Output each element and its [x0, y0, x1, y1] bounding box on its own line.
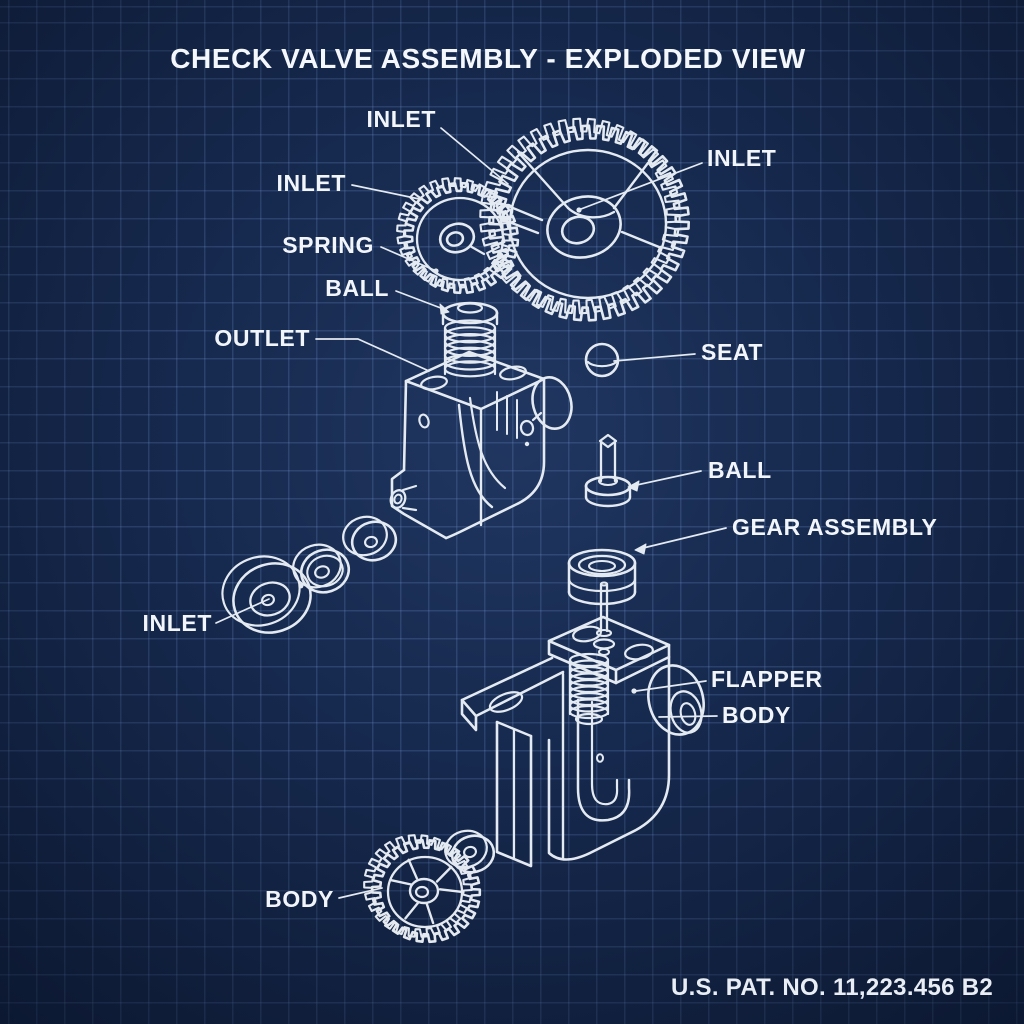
label-outlet: OUTLET: [214, 325, 310, 351]
label-seat: SEAT: [701, 339, 764, 365]
label-inlet-right: INLET: [707, 145, 777, 171]
label-ball-mid: BALL: [708, 457, 772, 483]
label-inlet-left: INLET: [276, 170, 346, 196]
label-body-mid: BODY: [722, 702, 791, 728]
label-flapper: FLAPPER: [711, 666, 823, 692]
label-spring: SPRING: [282, 232, 374, 258]
page-title: CHECK VALVE ASSEMBLY - EXPLODED VIEW: [170, 43, 806, 74]
label-gear-assembly: GEAR ASSEMBLY: [732, 514, 938, 540]
label-ball-top: BALL: [325, 275, 389, 301]
label-inlet-lower: INLET: [142, 610, 212, 636]
patent-number: U.S. PAT. NO. 11,223.456 B2: [670, 974, 993, 1001]
label-inlet-top: INLET: [366, 106, 436, 132]
label-body-lower: BODY: [265, 886, 334, 912]
